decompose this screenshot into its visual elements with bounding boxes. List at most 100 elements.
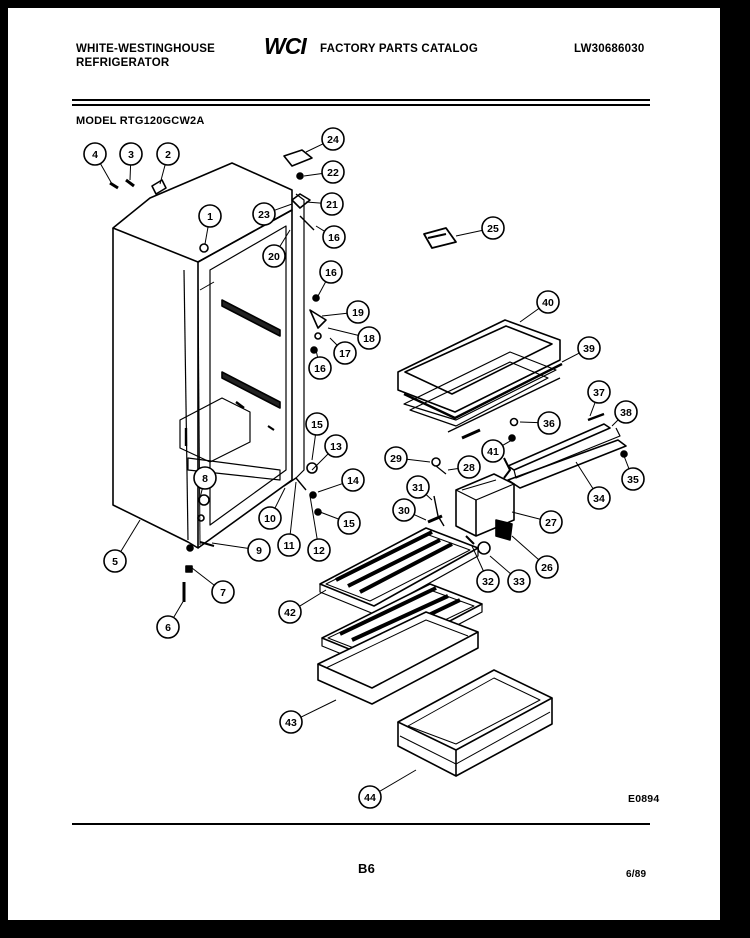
callout-leader-line: [502, 439, 513, 446]
callout-leader-line: [311, 453, 329, 471]
callout-number: 25: [487, 223, 499, 235]
callout-circle: [322, 225, 346, 249]
callout-circle: [539, 510, 563, 534]
product-type: REFRIGERATOR: [76, 57, 170, 69]
callout-number: 13: [330, 441, 342, 453]
callout-leader-line: [199, 488, 203, 499]
callout-number: 3: [128, 149, 134, 161]
part-callout-15: 15: [305, 412, 329, 436]
part-callout-34: 34: [587, 486, 611, 510]
callout-number: 43: [285, 717, 297, 729]
binder-hole-mark: [0, 505, 6, 515]
callout-leader-line: [303, 173, 323, 177]
part-callout-2: 2: [156, 142, 180, 166]
part-callout-1: 1: [198, 204, 222, 228]
callout-circle: [481, 439, 505, 463]
part-callout-37: 37: [587, 380, 611, 404]
catalog-title: FACTORY PARTS CATALOG: [320, 43, 478, 55]
footer-rule: [72, 823, 650, 825]
callout-leader-line: [511, 535, 540, 561]
callout-leader-line: [575, 461, 594, 489]
callout-circle: [346, 300, 370, 324]
callout-leader-line: [211, 542, 249, 549]
callout-circle: [305, 412, 329, 436]
callout-number: 15: [311, 419, 323, 431]
control-box-drawing: [427, 457, 515, 555]
part-callout-30: 30: [392, 498, 416, 522]
callout-number: 21: [326, 199, 338, 211]
callout-number: 42: [284, 607, 296, 619]
callout-leader-line: [289, 481, 297, 535]
part-callout-38: 38: [614, 400, 638, 424]
callout-circle: [156, 142, 180, 166]
callout-leader-line: [159, 164, 166, 185]
callout-circle: [614, 400, 638, 424]
callout-leader-line: [561, 352, 580, 363]
part-callout-44: 44: [358, 785, 382, 809]
callout-circle: [252, 202, 276, 226]
callout-number: 20: [268, 251, 280, 263]
binder-hole-mark: [0, 725, 6, 735]
callout-circle: [193, 466, 217, 490]
binder-hole-mark: [0, 215, 6, 225]
callout-circle: [577, 336, 601, 360]
part-callout-28: 28: [457, 455, 481, 479]
callout-circle: [156, 615, 180, 639]
part-callout-22: 22: [321, 160, 345, 184]
part-callout-23: 23: [252, 202, 276, 226]
callout-leader-line: [623, 455, 630, 469]
diagram-code: E0894: [628, 793, 660, 805]
callout-number: 15: [343, 518, 355, 530]
callout-number: 17: [339, 348, 351, 360]
callout-circle: [320, 192, 344, 216]
callout-leader-line: [279, 229, 291, 247]
brand-name: WHITE-WESTINGHOUSE: [76, 43, 216, 55]
callout-number: 19: [352, 307, 364, 319]
callout-circle: [308, 356, 332, 380]
callout-number: 34: [593, 493, 605, 505]
callout-circle: [457, 455, 481, 479]
glass-shelf-drawing: [317, 527, 483, 705]
callout-number: 28: [463, 462, 475, 474]
callout-number: 35: [627, 474, 639, 486]
callout-leader-line: [299, 589, 327, 607]
callout-leader-line: [315, 225, 325, 232]
callout-number: 5: [112, 556, 118, 568]
callout-circle: [324, 434, 348, 458]
callout-number: 6: [165, 622, 171, 634]
part-callout-13: 13: [324, 434, 348, 458]
callout-leader-line: [129, 164, 132, 181]
callout-leader-line: [305, 201, 322, 204]
catalog-number: LW30686030: [574, 43, 645, 55]
callout-circle: [392, 498, 416, 522]
part-callout-5: 5: [103, 549, 127, 573]
callout-number: 33: [513, 576, 525, 588]
part-callout-41: 41: [481, 439, 505, 463]
svg-text:WCI: WCI: [264, 34, 307, 58]
revision-date: 6/89: [626, 869, 647, 880]
callout-circle: [321, 127, 345, 151]
callout-number: 10: [264, 513, 276, 525]
callout-number: 40: [542, 297, 554, 309]
callout-number: 23: [258, 209, 270, 221]
callout-leader-line: [413, 514, 427, 521]
page-number: B6: [358, 861, 376, 876]
callout-number: 37: [593, 387, 605, 399]
callout-number: 9: [256, 545, 262, 557]
callout-number: 24: [327, 134, 339, 146]
callout-circle: [587, 380, 611, 404]
callout-number: 1: [207, 211, 213, 223]
callout-circle: [476, 569, 500, 593]
callout-number: 31: [412, 482, 424, 494]
callout-number: 16: [314, 363, 326, 375]
part-callout-12: 12: [307, 538, 331, 562]
part-callout-7: 7: [211, 580, 235, 604]
callout-number: 8: [202, 473, 208, 485]
callout-circle: [278, 600, 302, 624]
part-callout-9: 9: [247, 538, 271, 562]
callout-circle: [337, 511, 361, 535]
part-callout-20: 20: [262, 244, 286, 268]
callout-leader-line: [519, 307, 540, 323]
